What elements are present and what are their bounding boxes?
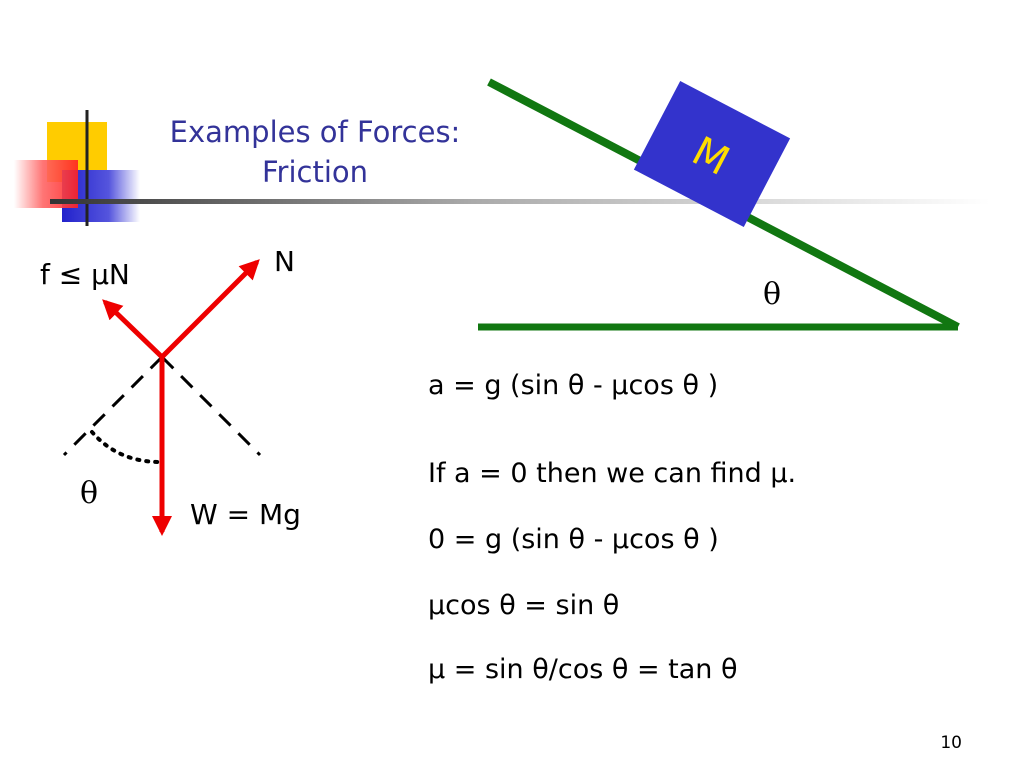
friction-force-arrow <box>102 299 164 359</box>
equation-zero-acceleration: 0 = g (sin θ - μcos θ ) <box>428 524 719 555</box>
dashed-axis-left <box>62 355 164 457</box>
normal-label: N <box>274 245 295 278</box>
incline-angle-label: θ <box>763 277 781 312</box>
weight-label: W = Mg <box>190 498 301 531</box>
dashed-axis-right <box>160 355 262 457</box>
equation-mu-result: μ = sin θ/cos θ = tan θ <box>428 654 738 685</box>
fbd-angle-label: θ <box>80 476 99 511</box>
header-rule <box>50 199 990 204</box>
page-number: 10 <box>940 733 962 753</box>
angle-arc-dotted <box>90 430 162 464</box>
friction-label: f ≤ μN <box>40 258 130 291</box>
equation-balance: μcos θ = sin θ <box>428 590 620 621</box>
title-line-1: Examples of Forces: <box>169 115 461 149</box>
block-m: M <box>633 80 791 228</box>
normal-force-arrow <box>160 259 260 359</box>
slide-title: Examples of Forces: Friction <box>150 112 480 192</box>
title-line-2: Friction <box>261 155 369 189</box>
equation-condition: If a = 0 then we can find μ. <box>428 458 797 489</box>
equation-acceleration: a = g (sin θ - μcos θ ) <box>428 370 719 401</box>
